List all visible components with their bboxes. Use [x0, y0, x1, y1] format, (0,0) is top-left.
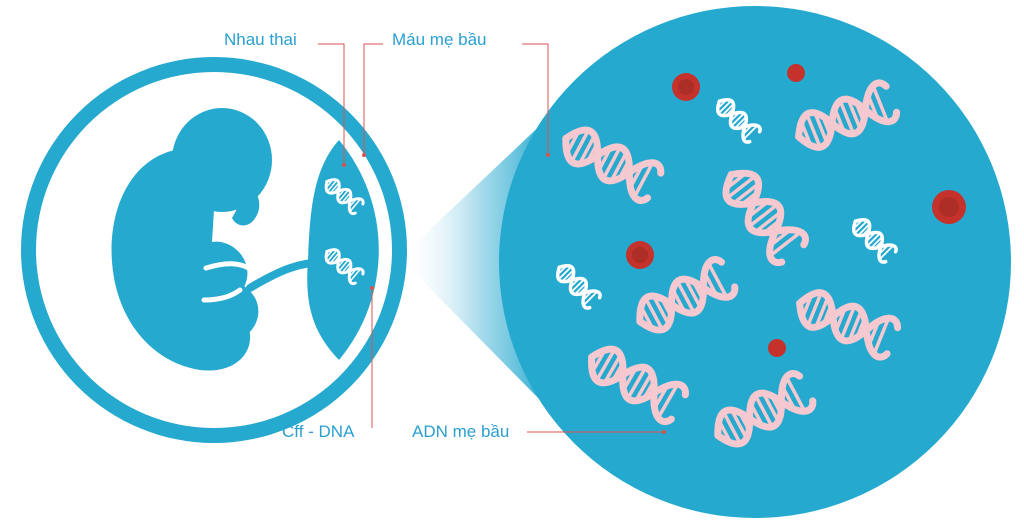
red-blood-cell-icon: [672, 73, 700, 101]
red-blood-cell-icon: [626, 241, 654, 269]
fetus-silhouette: [111, 108, 330, 371]
placenta-region: [307, 140, 379, 360]
maternal-blood-circle: [499, 6, 1011, 518]
red-blood-cell-icon: [787, 64, 805, 82]
blood-cells: [626, 64, 966, 357]
leader-lines: [318, 43, 666, 434]
label-placenta: Nhau thai: [224, 30, 297, 49]
label-cff-dna: Cff - DNA: [282, 422, 355, 441]
label-maternal-blood: Máu mẹ bầu: [392, 30, 487, 49]
label-maternal-dna: ADN mẹ bầu: [412, 422, 510, 441]
fetus-detail-lines: [201, 261, 255, 303]
red-blood-cell-icon: [932, 190, 966, 224]
red-blood-cell-icon: [768, 339, 786, 357]
